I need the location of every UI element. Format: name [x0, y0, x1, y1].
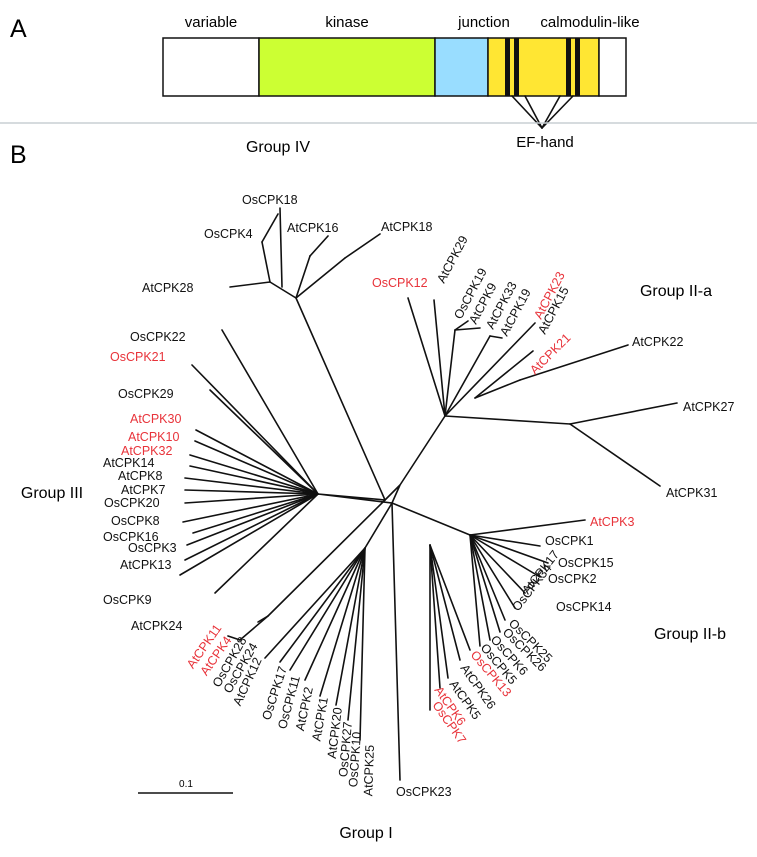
leaf-label-atcpk7: AtCPK7 [121, 483, 166, 497]
leaf-label-atcpk25: AtCPK25 [361, 745, 377, 797]
leaf-label-oscpk10: OsCPK10 [346, 731, 364, 787]
leaf-label-oscpk27: OsCPK27 [336, 721, 355, 778]
leaf-label-oscpk20: OsCPK20 [104, 496, 160, 510]
ef-hand-bar [566, 38, 571, 96]
scale-bar-label: 0.1 [179, 779, 193, 790]
ef-hand-bar [505, 38, 510, 96]
junction-label: junction [457, 14, 510, 31]
scale-bar: 0.1 [138, 779, 233, 794]
calmodulin-like-domain [487, 37, 600, 97]
kinase-label: kinase [325, 14, 368, 31]
group-iv-label: Group IV [246, 139, 310, 156]
variable-label: variable [185, 14, 238, 31]
leaf-label-atcpk31: AtCPK31 [666, 486, 717, 500]
leaf-label-atcpk14: AtCPK14 [103, 456, 154, 470]
variable-domain [162, 37, 260, 97]
leaf-label-atcpk18: AtCPK18 [381, 220, 432, 234]
group-i-label: Group I [339, 825, 392, 842]
leaf-label-oscpk14: OsCPK14 [556, 600, 612, 614]
leaf-label-oscpk9: OsCPK9 [103, 593, 152, 607]
calmodulin-like-label: calmodulin-like [540, 14, 639, 31]
tree-branches [179, 207, 678, 781]
leaf-label-atcpk32: AtCPK32 [121, 444, 172, 458]
leaf-label-oscpk2: OsCPK2 [548, 572, 597, 586]
ef-hand-bars [505, 38, 580, 96]
ef-hand-bar [575, 38, 580, 96]
leaf-label-atcpk20: AtCPK20 [325, 707, 345, 760]
leaf-label-atcpk16: AtCPK16 [287, 221, 338, 235]
leaf-label-oscpk12: OsCPK12 [372, 276, 428, 290]
leaf-label-oscpk4: OsCPK4 [204, 227, 253, 241]
kinase-domain [258, 37, 436, 97]
leaf-label-oscpk15: OsCPK15 [558, 556, 614, 570]
group-ii-a-label: Group II-a [640, 283, 712, 300]
leaf-label-atcpk27: AtCPK27 [683, 400, 734, 414]
leaf-label-atcpk10: AtCPK10 [128, 430, 179, 444]
leaf-label-oscpk18: OsCPK18 [242, 193, 298, 207]
leaf-label-oscpk8: OsCPK8 [111, 514, 160, 528]
panel-b-label: B [10, 141, 27, 169]
leaf-label-atcpk30: AtCPK30 [130, 412, 181, 426]
junction-domain [434, 37, 489, 97]
ef-hand-label: EF-hand [516, 134, 574, 151]
ef-hand-bar [514, 38, 519, 96]
panel-a-label: A [10, 15, 27, 43]
leaf-label-oscpk22: OsCPK22 [130, 330, 186, 344]
leaf-label-atcpk13: AtCPK13 [120, 558, 171, 572]
leaf-label-oscpk3: OsCPK3 [128, 541, 177, 555]
leaf-label-oscpk21: OsCPK21 [110, 350, 166, 364]
leaf-label-atcpk3: AtCPK3 [590, 515, 635, 529]
leaf-label-oscpk29: OsCPK29 [118, 387, 174, 401]
leaf-label-atcpk29: AtCPK29 [434, 233, 471, 285]
leaf-label-oscpk1: OsCPK1 [545, 534, 594, 548]
group-ii-b-label: Group II-b [654, 626, 726, 643]
leaf-label-atcpk22: AtCPK22 [632, 335, 683, 349]
leaf-label-atcpk24: AtCPK24 [131, 619, 182, 633]
group-iii-label: Group III [21, 485, 83, 502]
leaf-label-oscpk23: OsCPK23 [396, 785, 452, 799]
leaf-label-oscpk16: OsCPK16 [103, 530, 159, 544]
domain-structure: variable kinase junction calmodulin-like… [162, 14, 640, 151]
leaf-label-atcpk28: AtCPK28 [142, 281, 193, 295]
leaf-label-atcpk8: AtCPK8 [118, 469, 163, 483]
c-terminal-region [598, 37, 627, 97]
